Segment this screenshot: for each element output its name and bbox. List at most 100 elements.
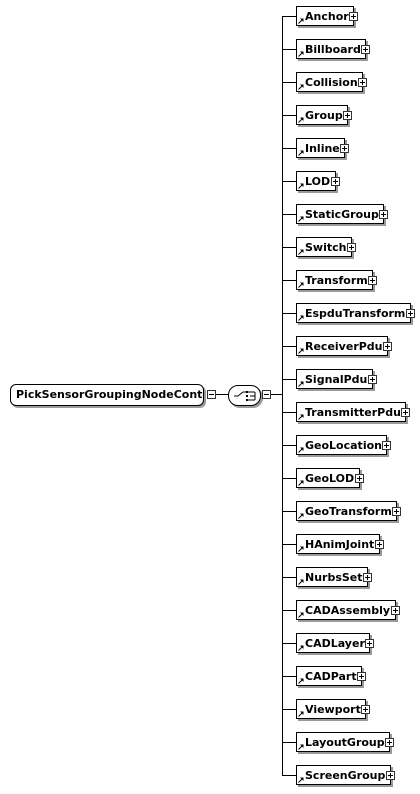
expand-icon[interactable] [385,738,394,747]
element-inline[interactable]: Inline [296,138,345,158]
reference-arrow-icon [298,150,304,156]
expand-icon[interactable] [368,276,377,285]
element-collision[interactable]: Collision [296,72,363,92]
element-label: Billboard [305,43,361,56]
branch-trunk [282,16,283,775]
element-anchor[interactable]: Anchor [296,6,354,26]
element-layoutgroup[interactable]: LayoutGroup [296,732,390,752]
element-geolocation[interactable]: GeoLocation [296,435,387,455]
reference-arrow-icon [298,84,304,90]
expand-icon[interactable] [375,540,384,549]
element-label: EspduTransform [305,307,406,320]
expand-icon[interactable] [401,408,410,417]
element-staticgroup[interactable]: StaticGroup [296,204,384,224]
element-label: Transform [305,274,368,287]
expand-icon[interactable] [363,573,372,582]
expand-icon[interactable] [340,144,349,153]
element-nurbsset[interactable]: NurbsSet [296,567,368,587]
child-connector [282,49,296,50]
child-connector [282,280,296,281]
element-espdutransform[interactable]: EspduTransform [296,303,411,323]
element-label: ScreenGroup [305,769,386,782]
expand-icon[interactable] [383,342,392,351]
element-viewport[interactable]: Viewport [296,699,366,719]
element-cadpart[interactable]: CADPart [296,666,362,686]
element-hanimjoint[interactable]: HAnimJoint [296,534,380,554]
reference-arrow-icon [298,381,304,387]
element-receiverpdu[interactable]: ReceiverPdu [296,336,388,356]
element-label: HAnimJoint [305,538,375,551]
element-signalpdu[interactable]: SignalPdu [296,369,373,389]
child-connector [282,379,296,380]
expand-icon[interactable] [406,309,415,318]
reference-arrow-icon [298,18,304,24]
expand-icon[interactable] [382,441,391,450]
element-label: LayoutGroup [305,736,385,749]
element-label: Switch [305,241,347,254]
element-geolod[interactable]: GeoLOD [296,468,360,488]
element-group[interactable]: Group [296,105,348,125]
expand-icon[interactable] [343,111,352,120]
element-geotransform[interactable]: GeoTransform [296,501,397,521]
expand-icon[interactable] [355,474,364,483]
reference-arrow-icon [298,546,304,552]
reference-arrow-icon [298,51,304,57]
reference-arrow-icon [298,777,304,783]
expand-icon[interactable] [379,210,388,219]
child-connector [282,16,296,17]
choice-collapse-toggle[interactable] [262,390,271,399]
reference-arrow-icon [298,315,304,321]
child-connector [282,412,296,413]
expand-icon[interactable] [365,639,374,648]
child-connector [282,775,296,776]
reference-arrow-icon [298,282,304,288]
expand-icon[interactable] [349,12,358,21]
element-transform[interactable]: Transform [296,270,373,290]
reference-arrow-icon [298,678,304,684]
child-connector [282,676,296,677]
expand-icon[interactable] [347,243,356,252]
reference-arrow-icon [298,249,304,255]
child-connector [282,346,296,347]
child-connector [282,214,296,215]
expand-icon[interactable] [368,375,377,384]
expand-icon[interactable] [386,771,395,780]
element-label: NurbsSet [305,571,363,584]
element-cadlayer[interactable]: CADLayer [296,633,370,653]
element-lod[interactable]: LOD [296,171,336,191]
expand-icon[interactable] [357,672,366,681]
root-element-box[interactable]: PickSensorGroupingNodeConte... [10,384,204,406]
child-connector [282,577,296,578]
element-label: TransmitterPdu [305,406,401,419]
reference-arrow-icon [298,216,304,222]
reference-arrow-icon [298,513,304,519]
reference-arrow-icon [298,579,304,585]
child-connector [282,478,296,479]
child-connector [282,511,296,512]
element-label: Collision [305,76,358,89]
element-label: LOD [305,175,331,188]
reference-arrow-icon [298,117,304,123]
expand-icon[interactable] [361,45,370,54]
element-label: StaticGroup [305,208,379,221]
expand-icon[interactable] [358,78,367,87]
element-billboard[interactable]: Billboard [296,39,366,59]
element-screengroup[interactable]: ScreenGroup [296,765,391,785]
element-transmitterpdu[interactable]: TransmitterPdu [296,402,406,422]
element-label: Group [305,109,343,122]
choice-compositor[interactable] [228,385,261,406]
root-collapse-toggle[interactable] [207,390,216,399]
element-label: Anchor [305,10,349,23]
element-switch[interactable]: Switch [296,237,352,257]
element-label: SignalPdu [305,373,368,386]
expand-icon[interactable] [331,177,340,186]
element-cadassembly[interactable]: CADAssembly [296,600,396,620]
reference-arrow-icon [298,447,304,453]
expand-icon[interactable] [361,705,370,714]
child-connector [282,742,296,743]
expand-icon[interactable] [392,507,401,516]
child-connector [282,115,296,116]
expand-icon[interactable] [391,606,400,615]
child-connector [282,148,296,149]
